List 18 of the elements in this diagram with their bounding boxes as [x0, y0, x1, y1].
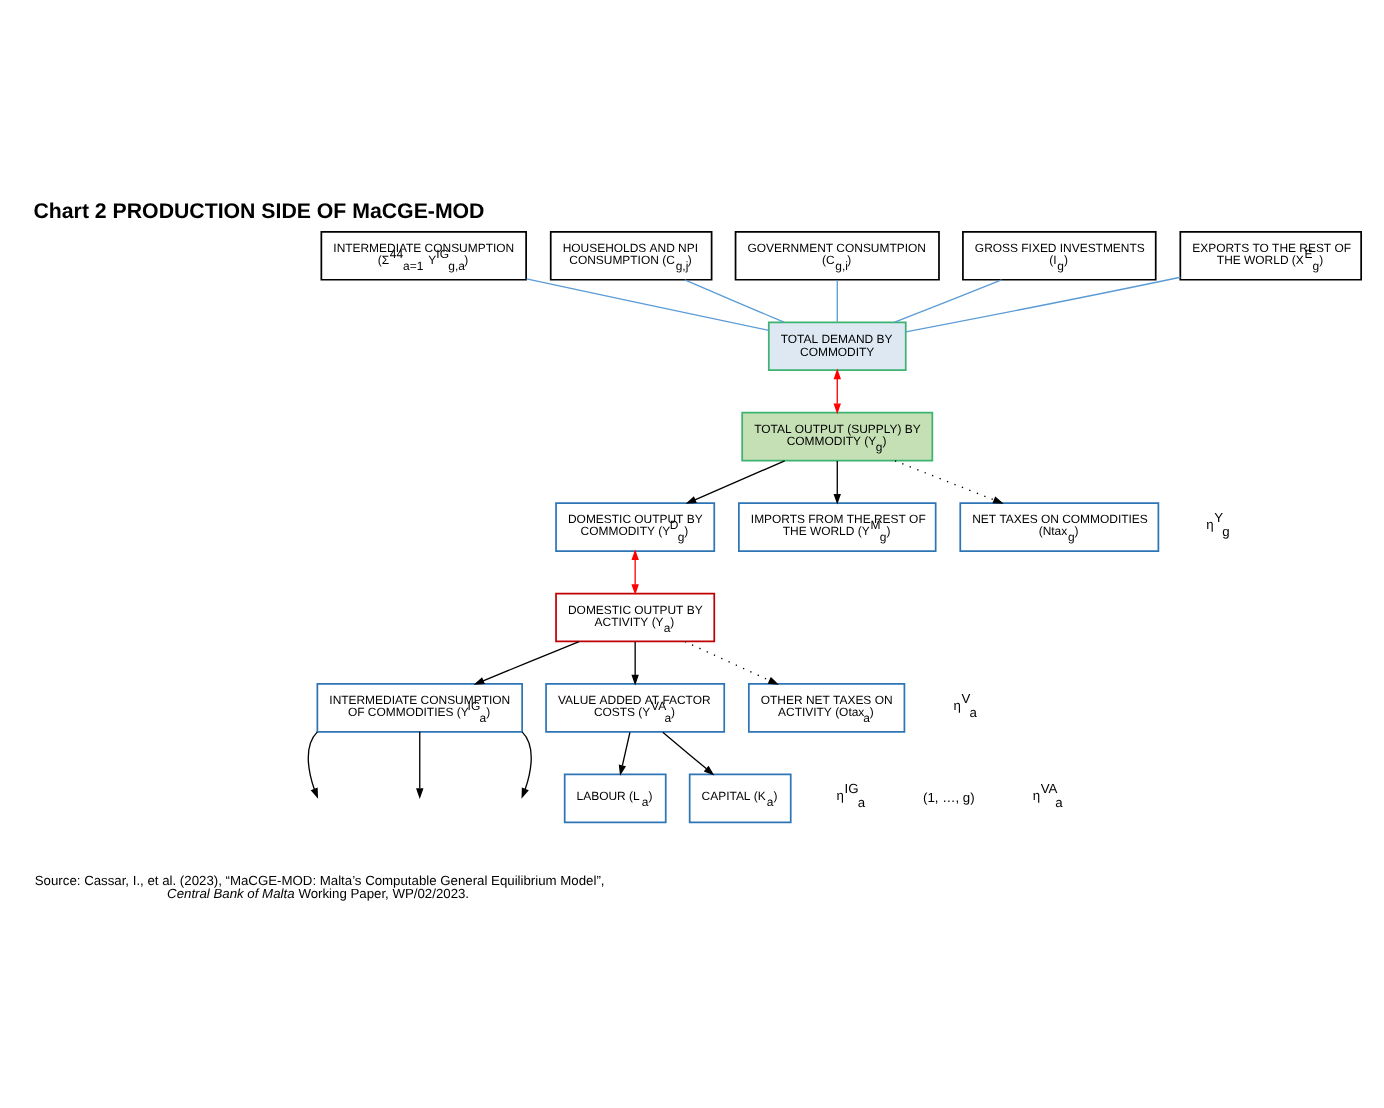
arrow: [833, 367, 841, 414]
arrow: [662, 730, 715, 775]
connector: [836, 278, 838, 322]
arrow: [685, 459, 786, 503]
connector: [894, 278, 1003, 322]
connector: [684, 278, 785, 322]
diagram-title: Chart 2 PRODUCTION SIDE OF MaCGE-MOD: [33, 199, 485, 224]
arrow: [631, 548, 639, 594]
connector: [905, 275, 1181, 332]
arrow: [894, 459, 1004, 503]
arrow: [307, 730, 319, 798]
arrow: [684, 640, 779, 684]
connector: [525, 277, 770, 331]
arrow: [618, 730, 631, 775]
arrow: [833, 459, 841, 504]
arrow: [416, 730, 424, 798]
arrow: [473, 640, 580, 684]
arrow: [631, 640, 639, 685]
